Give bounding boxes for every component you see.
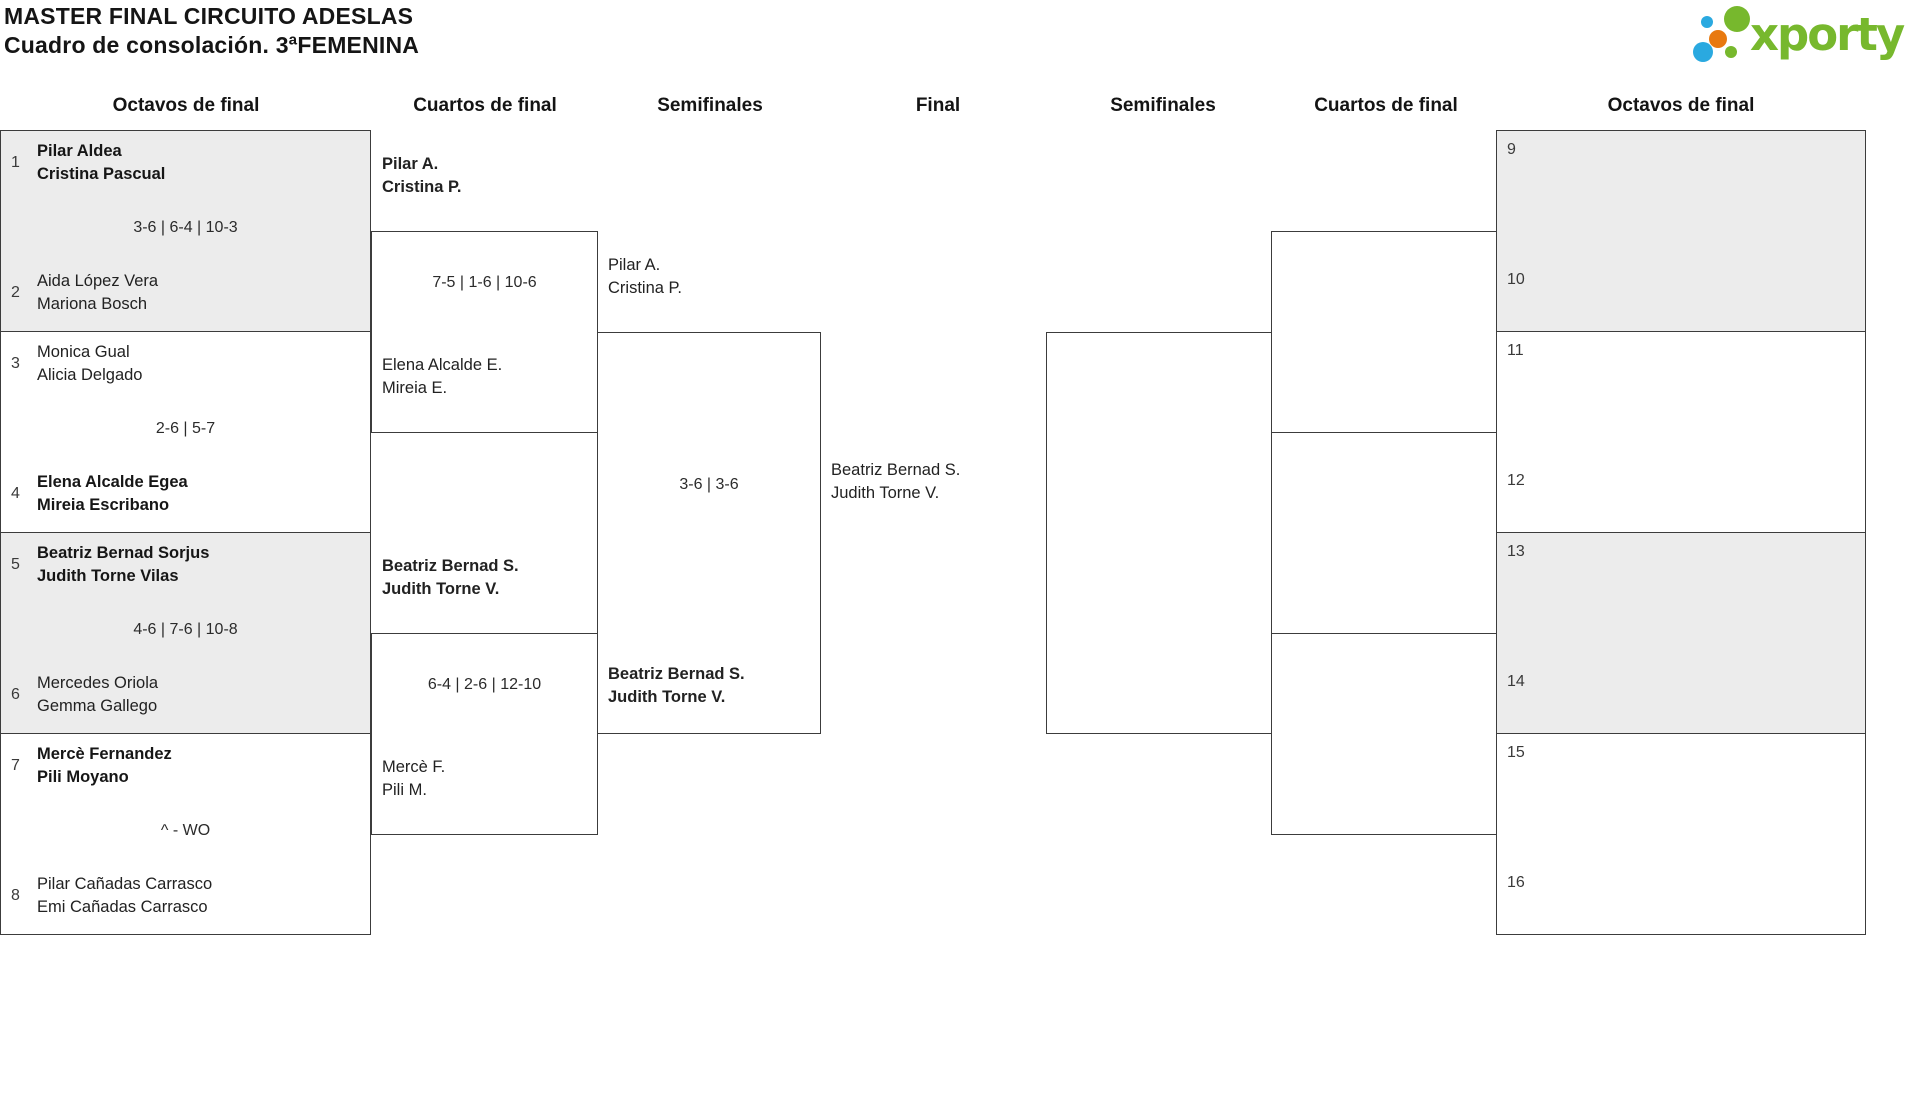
logo-dot-green-small [1725,46,1737,58]
team-slot-9: 9 [1507,140,1861,160]
seed-number: 13 [1507,543,1525,560]
semifinal-box-right[interactable] [1046,332,1272,734]
semifinal-box-left[interactable]: Pilar A. Cristina P. 3-6 | 3-6 Beatriz B… [597,256,821,734]
quarterfinal-box-right-1[interactable] [1271,231,1497,433]
qf1-winner-names: Pilar A. Cristina P. [382,155,462,196]
team-names: Pilar Aldea Cristina Pascual [37,142,166,183]
final-team-names: Beatriz Bernad S. Judith Torne V. [831,461,961,502]
seed-number: 5 [11,556,20,573]
team-names: Mercè Fernandez Pili Moyano [37,745,172,786]
team-slot-2: 2 Aida López Vera Mariona Bosch [11,270,366,316]
match-score: 2-6 | 5-7 [155,420,216,437]
quarterfinal-box-left-2[interactable]: Beatriz Bernad S. Judith Torne V. 6-4 | … [371,557,598,835]
match-score: 3-6 | 3-6 [679,476,739,493]
seed-number: 6 [11,686,20,703]
qf2-loser-names: Mercè F. Pili M. [382,758,446,799]
team-slot-16: 16 [1507,873,1861,893]
quarterfinal-box-left-1[interactable]: Pilar A. Cristina P. 7-5 | 1-6 | 10-6 El… [371,155,598,433]
match-score: 3-6 | 6-4 | 10-3 [133,219,238,236]
team-slot-14: 14 [1507,672,1861,692]
match-box-octavos-3[interactable]: 5 Beatriz Bernad Sorjus Judith Torne Vil… [0,532,371,734]
seed-number: 16 [1507,874,1525,891]
seed-number: 2 [11,284,20,301]
team-names: Monica Gual Alicia Delgado [37,343,143,384]
match-box-octavos-6[interactable]: 11 12 [1496,331,1866,533]
team-slot-5: 5 Beatriz Bernad Sorjus Judith Torne Vil… [11,542,366,588]
seed-number: 7 [11,757,20,774]
team-slot-11: 11 [1507,341,1861,361]
team-slot-1: 1 Pilar Aldea Cristina Pascual [11,140,366,186]
sf-top-names: Pilar A. Cristina P. [608,256,682,297]
round-header-cuartos-right: Cuartos de final [1314,95,1458,116]
round-header-semis-left: Semifinales [657,95,763,116]
seed-number: 14 [1507,673,1525,690]
team-slot-3: 3 Monica Gual Alicia Delgado [11,341,366,387]
team-slot-10: 10 [1507,270,1861,290]
xporty-logo[interactable]: xporty [1688,0,1920,75]
team-slot-12: 12 [1507,471,1861,491]
qf2-winner-names: Beatriz Bernad S. Judith Torne V. [382,557,519,598]
round-header-octavos-left: Octavos de final [112,95,260,116]
team-slot-6: 6 Mercedes Oriola Gemma Gallego [11,672,366,718]
team-names: Pilar Cañadas Carrasco Emi Cañadas Carra… [37,875,213,916]
seed-number: 9 [1507,141,1516,158]
team-names: Mercedes Oriola Gemma Gallego [37,674,159,715]
seed-number: 8 [11,887,20,904]
round-header-final: Final [915,95,961,116]
sf-winner-names: Beatriz Bernad S. Judith Torne V. [608,665,745,706]
quarterfinal-box-right-2[interactable] [1271,633,1497,835]
match-box-octavos-7[interactable]: 13 14 [1496,532,1866,734]
match-score: 6-4 | 2-6 | 12-10 [427,676,542,693]
match-score: ^ - WO [160,822,211,839]
logo-wordmark: xporty [1750,8,1905,61]
logo-dot-blue-large [1693,42,1713,62]
team-names: Aida López Vera Mariona Bosch [37,272,159,313]
match-box-octavos-8[interactable]: 15 16 [1496,733,1866,935]
logo-dot-green-large [1724,6,1750,32]
seed-number: 3 [11,355,20,372]
title-line1: MASTER FINAL CIRCUITO ADESLAS [4,3,414,29]
seed-number: 15 [1507,744,1525,761]
round-header-octavos-right: Octavos de final [1607,95,1755,116]
seed-number: 4 [11,485,20,502]
team-names: Beatriz Bernad Sorjus Judith Torne Vilas [37,544,210,585]
match-score: 7-5 | 1-6 | 10-6 [432,274,537,291]
seed-number: 12 [1507,472,1525,489]
team-slot-13: 13 [1507,542,1861,562]
qf1-loser-names: Elena Alcalde E. Mireia E. [382,356,503,397]
logo-dot-orange [1709,30,1727,48]
team-slot-8: 8 Pilar Cañadas Carrasco Emi Cañadas Car… [11,873,366,919]
logo-dot-blue-small [1701,16,1713,28]
team-slot-15: 15 [1507,743,1861,763]
match-box-octavos-2[interactable]: 3 Monica Gual Alicia Delgado 2-6 | 5-7 4… [0,331,371,533]
match-box-octavos-1[interactable]: 1 Pilar Aldea Cristina Pascual 3-6 | 6-4… [0,130,371,332]
title-line2: Cuadro de consolación. 3ªFEMENINA [4,32,420,58]
match-score: 4-6 | 7-6 | 10-8 [133,621,238,638]
round-header-semis-right: Semifinales [1110,95,1216,116]
team-slot-7: 7 Mercè Fernandez Pili Moyano [11,743,366,789]
seed-number: 10 [1507,271,1525,288]
seed-number: 11 [1507,342,1524,359]
seed-number: 1 [11,154,20,171]
match-box-octavos-4[interactable]: 7 Mercè Fernandez Pili Moyano ^ - WO 8 P… [0,733,371,935]
team-names: Elena Alcalde Egea Mireia Escribano [37,473,188,514]
match-box-octavos-5[interactable]: 9 10 [1496,130,1866,332]
round-header-cuartos-left: Cuartos de final [413,95,557,116]
page-title: MASTER FINAL CIRCUITO ADESLAS Cuadro de … [4,2,419,60]
team-slot-4: 4 Elena Alcalde Egea Mireia Escribano [11,471,366,517]
